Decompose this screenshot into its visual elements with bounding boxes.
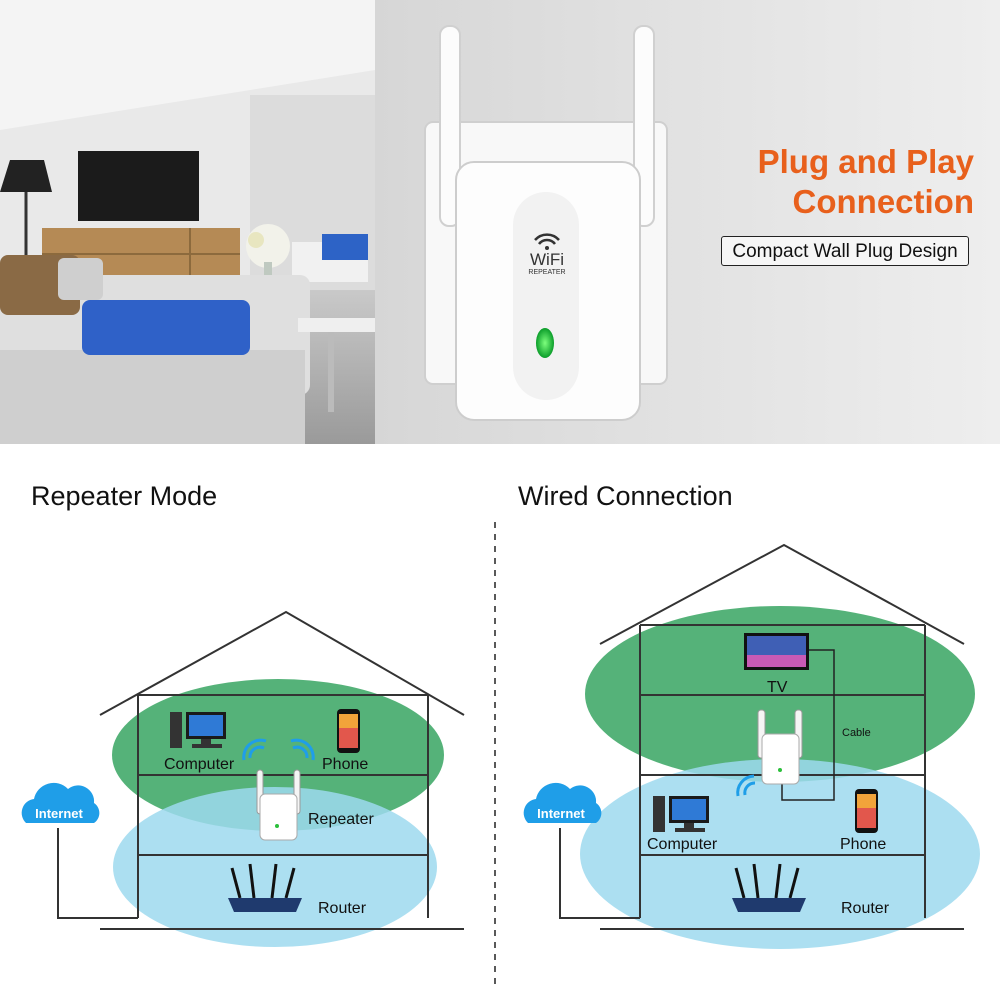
phone-label-right: Phone bbox=[840, 836, 886, 853]
router-device-icon bbox=[228, 863, 302, 912]
device-brand-text: WiFi bbox=[530, 250, 564, 269]
network-diagrams: Internet Computer Phone bbox=[21, 522, 980, 990]
banner-headline: Plug and Play Connection bbox=[758, 142, 974, 222]
router-device-icon-right bbox=[732, 863, 806, 912]
cable-label: Cable bbox=[842, 727, 871, 739]
phone-icon bbox=[337, 709, 360, 753]
wifi-signal-icon-right bbox=[736, 774, 756, 797]
tv-icon bbox=[744, 633, 809, 670]
internet-cloud-icon-right: Internet bbox=[523, 782, 602, 823]
computer-icon bbox=[170, 712, 226, 748]
router-label: Router bbox=[318, 900, 367, 917]
computer-label: Computer bbox=[164, 756, 235, 773]
headline-line2: Connection bbox=[792, 183, 974, 220]
tagline-box: Compact Wall Plug Design bbox=[721, 236, 969, 266]
repeater-label: Repeater bbox=[308, 811, 374, 828]
left-section-title: Repeater Mode bbox=[31, 481, 218, 511]
product-banner: WiFi REPEATER bbox=[0, 0, 1000, 444]
internet-label-right: Internet bbox=[537, 806, 585, 821]
headline-line1: Plug and Play bbox=[757, 143, 974, 180]
repeater-device-icon bbox=[256, 769, 301, 841]
computer-label-right: Computer bbox=[647, 836, 718, 853]
phone-icon-right bbox=[855, 789, 878, 833]
phone-label: Phone bbox=[322, 756, 368, 773]
internet-label: Internet bbox=[35, 806, 83, 821]
right-section-title: Wired Connection bbox=[518, 481, 733, 511]
computer-icon-right bbox=[653, 796, 709, 832]
led-indicator-icon bbox=[536, 328, 554, 358]
ethernet-cable-line bbox=[781, 649, 835, 801]
wired-connection-diagram: Internet TV Cable bbox=[523, 543, 980, 949]
wifi-signal-icon bbox=[242, 738, 315, 761]
room-photo: WiFi REPEATER bbox=[0, 0, 1000, 444]
tv-label: TV bbox=[767, 679, 788, 696]
repeater-mode-diagram: Internet Computer Phone bbox=[21, 610, 465, 947]
router-label-right: Router bbox=[841, 900, 890, 917]
repeater-device-icon-right bbox=[757, 709, 803, 785]
internet-cloud-icon: Internet bbox=[21, 782, 100, 823]
device-model-text: REPEATER bbox=[528, 269, 565, 276]
